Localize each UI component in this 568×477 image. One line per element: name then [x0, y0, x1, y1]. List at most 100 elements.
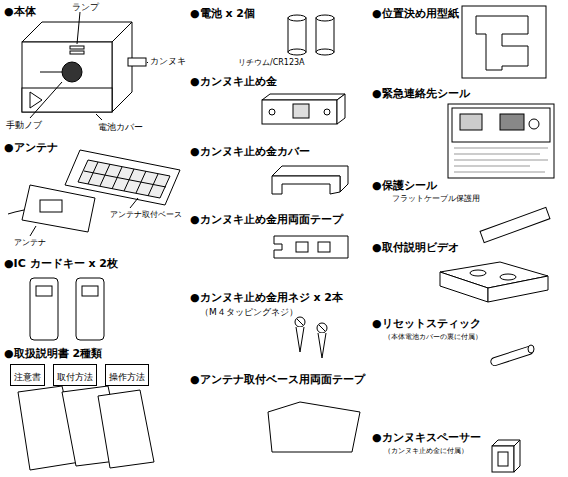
emergency-sticker-part-part — [454, 148, 548, 149]
batteries — [288, 15, 334, 55]
part-label: 電池カバー — [98, 122, 143, 132]
emergency-sticker-part-part — [454, 166, 530, 167]
part-label: アンテナ取付ベース — [110, 210, 182, 219]
antenna-part — [30, 226, 36, 236]
part-label: ランプ — [72, 2, 99, 12]
bolt-spacer-part — [498, 452, 508, 466]
manual-tab-text: 取付方法 — [57, 372, 93, 382]
reset-stick-part — [528, 345, 534, 353]
template-part — [462, 6, 546, 78]
main-unit-part — [96, 114, 102, 120]
video-cassette-part — [488, 276, 548, 302]
part-label: （カンヌキ止め金に付属） — [384, 447, 468, 455]
ic-card-keys-part — [36, 286, 52, 296]
reset-stick-part — [490, 345, 534, 366]
antenna-part — [8, 210, 24, 214]
emergency-sticker-part — [452, 108, 550, 142]
part-heading: ●位置決め用型紙 — [372, 8, 459, 21]
main-unit-part — [70, 51, 84, 54]
strike-tape-part — [296, 242, 308, 252]
strike-plate-part — [262, 100, 337, 124]
part-heading: ●カンヌキ止め金 — [190, 76, 277, 89]
emergency-sticker-part — [460, 114, 482, 130]
strike-tape-part — [318, 242, 330, 252]
manual-tab: 注意書 — [10, 364, 45, 386]
screws-part — [295, 317, 305, 327]
main-unit-part — [22, 88, 112, 112]
strike-plate-part — [324, 109, 330, 115]
emergency-sticker-part-part — [454, 160, 548, 161]
part-label: フラットケーブル保護用 — [392, 194, 480, 203]
batteries-part — [316, 15, 334, 21]
ic-card-keys-part — [82, 286, 98, 296]
main-unit-part — [112, 22, 132, 112]
antenna-part — [22, 185, 95, 232]
part-heading: ●カンヌキスペーサー — [372, 432, 481, 445]
strike-cover — [272, 166, 348, 194]
part-heading: ●カンヌキ止め金用ネジ x 2本 — [190, 292, 343, 305]
screws — [295, 317, 327, 358]
batteries-part — [316, 49, 334, 55]
screws-part — [296, 327, 304, 352]
strike-tape — [274, 236, 348, 258]
part-label: 手動ノブ — [6, 120, 42, 130]
emergency-sticker-part — [529, 119, 539, 129]
antenna-tape-part — [268, 402, 360, 452]
main-unit-part — [128, 58, 146, 66]
manuals — [18, 386, 154, 470]
video-cassette-part — [500, 274, 516, 280]
screws-part — [317, 323, 327, 333]
antenna-part — [40, 200, 62, 212]
template-part — [476, 16, 528, 70]
screws-part — [319, 325, 325, 331]
antenna-part — [130, 198, 138, 208]
part-label: （本体電池カバーの裏に付属） — [384, 333, 482, 341]
strike-plate-part — [293, 104, 309, 118]
part-heading: ●緊急連絡先シール — [372, 88, 470, 101]
part-heading: ●IC カードキー x 2枚 — [4, 258, 118, 271]
main-unit-part — [40, 72, 62, 73]
strike-plate-part — [269, 109, 275, 115]
part-heading: ●アンテナ — [4, 142, 58, 155]
template — [462, 6, 546, 78]
video-cassette-part — [470, 270, 486, 276]
batteries-part — [316, 18, 334, 52]
main-unit-part — [70, 46, 84, 49]
screws-part — [318, 333, 326, 358]
part-label: リチウム/CR123A — [238, 58, 305, 67]
manual-tab: 操作方法 — [105, 364, 149, 386]
part-label: アンテナ — [14, 238, 46, 247]
strike-plate-part — [262, 94, 345, 100]
ic-card-keys-part — [76, 278, 104, 340]
batteries-part — [288, 18, 306, 52]
emergency-sticker-part — [448, 104, 554, 178]
antenna-part — [78, 160, 170, 198]
strike-cover-part — [272, 176, 340, 194]
batteries-part — [288, 49, 306, 55]
protect-seal — [480, 207, 550, 242]
strike-tape-part — [274, 236, 348, 258]
antenna-part — [84, 162, 166, 196]
video-cassette — [440, 262, 548, 302]
strike-plate — [262, 94, 345, 124]
main-unit-part — [30, 92, 42, 108]
manual-tab-text: 操作方法 — [109, 372, 145, 382]
bolt-spacer — [492, 440, 520, 472]
part-label: （M４タッピングネジ） — [200, 307, 298, 317]
emergency-sticker-part — [454, 148, 548, 172]
manual-tab-text: 注意書 — [14, 372, 41, 382]
emergency-sticker — [448, 104, 554, 178]
main-unit — [22, 12, 148, 120]
part-heading: ●リセットスティック — [372, 318, 481, 331]
batteries-part — [288, 15, 306, 21]
part-heading: ●保護シール — [372, 180, 437, 193]
manuals-part — [98, 390, 154, 468]
screws-part — [297, 319, 303, 325]
part-heading: ●取付説明ビデオ — [372, 242, 459, 255]
part-heading: ●取扱説明書 2種類 — [4, 348, 102, 361]
part-heading: ●アンテナ取付ベース用両面テープ — [190, 374, 365, 387]
part-label: カンヌキ — [150, 56, 186, 66]
